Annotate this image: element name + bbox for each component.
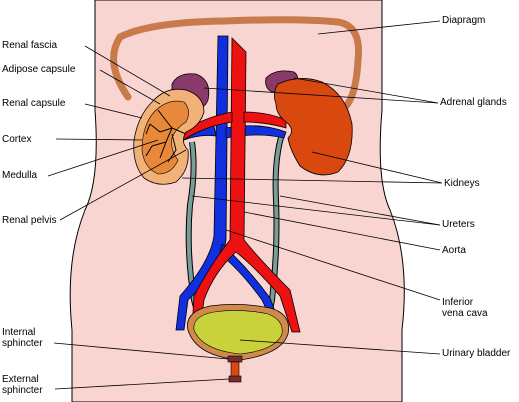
label-internal-sphincter: Internal sphincter (2, 327, 43, 349)
diaphragm (110, 16, 363, 114)
label-renal-pelvis: Renal pelvis (2, 215, 57, 226)
label-adipose-capsule: Adipose capsule (2, 64, 76, 75)
label-renal-fascia: Renal fascia (2, 40, 58, 51)
urethra (230, 361, 240, 379)
label-inferior-vena-cava: Inferior vena cava (442, 297, 488, 319)
urinary-bladder (193, 310, 283, 355)
label-aorta: Aorta (442, 245, 466, 256)
label-cortex: Cortex (2, 134, 32, 145)
label-external-sphincter: External sphincter (2, 374, 43, 396)
kidney-right (274, 78, 353, 176)
label-medulla: Medulla (2, 170, 38, 181)
internal-sphincter (227, 355, 243, 363)
aorta (191, 37, 301, 333)
label-kidneys: Kidneys (444, 178, 480, 189)
kidney-left-cortex (141, 100, 189, 175)
label-diaphragm: Diapragm (442, 15, 486, 26)
label-renal-capsule: Renal capsule (2, 98, 66, 109)
leader-lines (47, 20, 443, 390)
external-sphincter (228, 375, 242, 383)
label-adrenal-glands: Adrenal glands (440, 97, 507, 108)
kidney-left-medulla-vessels (145, 109, 187, 163)
renal-artery-right (243, 111, 287, 129)
label-urinary-bladder: Urinary bladder (442, 348, 511, 359)
label-ureters: Ureters (442, 219, 475, 230)
